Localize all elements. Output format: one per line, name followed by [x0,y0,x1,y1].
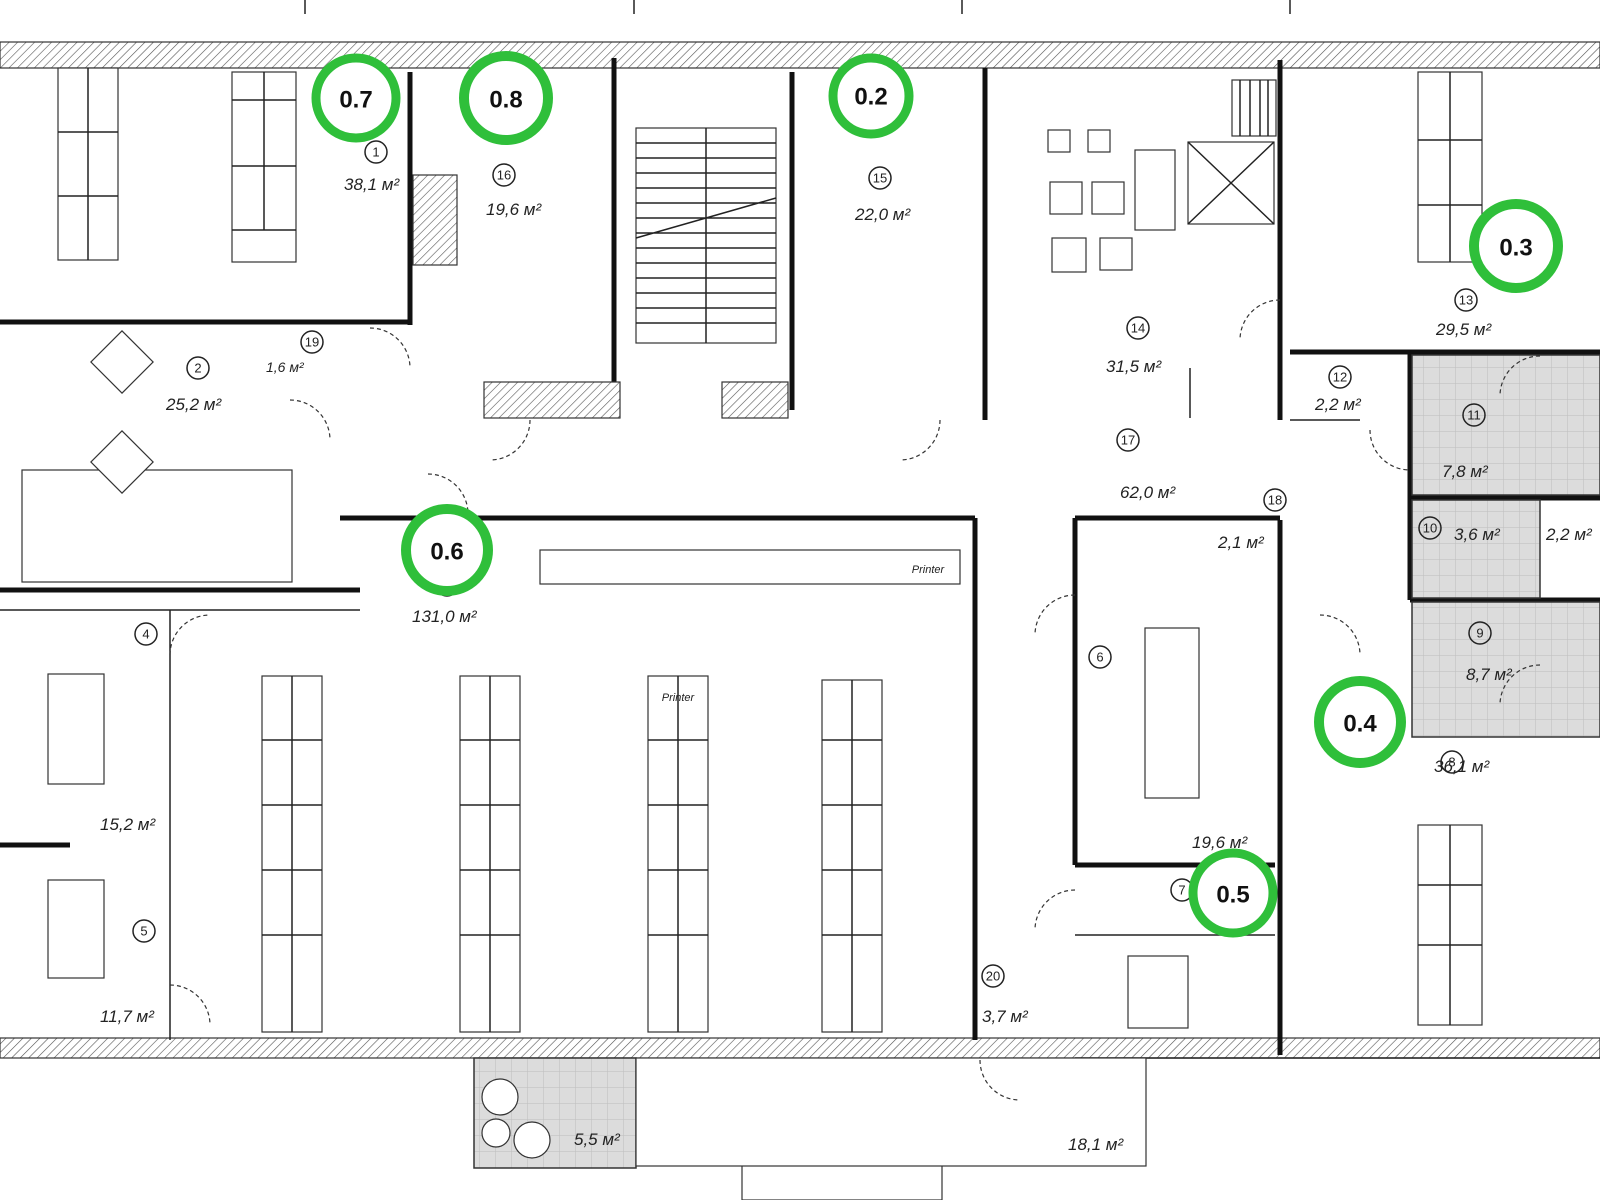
elevator [1187,79,1277,225]
room-number-12: 12 [1328,365,1352,389]
room-area-1: 38,1 м² [344,175,400,194]
room-area-6: 19,6 м² [1192,833,1248,852]
room-number-4: 4 [134,622,158,646]
room-number-8: 8 [1440,750,1464,774]
room-area-15: 22,0 м² [854,205,911,224]
svg-text:15: 15 [873,171,887,186]
marker-0-7: 0.7 [311,53,401,143]
room-number-16: 16 [492,163,516,187]
svg-text:16: 16 [497,168,511,183]
south-facade-wall [0,1037,1600,1059]
room-number-13: 13 [1454,288,1478,312]
room-number-20: 20 [981,964,1005,988]
room-area-9: 8,7 м² [1466,665,1513,684]
marker-0-6: 0.6 [401,504,493,596]
svg-text:20: 20 [986,969,1000,984]
room-area-20: 3,7 м² [982,1007,1029,1026]
room-number-19: 19 [300,330,324,354]
room-area-3: 131,0 м² [412,607,478,626]
furniture [21,67,1483,1033]
svg-text:0.2: 0.2 [854,84,887,111]
room-area-10: 3,6 м² [1454,525,1501,544]
north-facade-wall [0,41,1600,69]
room-number-10: 10 [1418,516,1442,540]
room-area-12: 2,2 м² [1314,395,1362,414]
room-number-17: 17 [1116,428,1140,452]
svg-text:2: 2 [194,361,201,376]
room-area-terrace: 5,5 м² [574,1130,621,1149]
green-markers: 0.7 0.8 0.2 0.3 0.6 0.4 0.5 [311,51,1563,938]
room-area-14: 31,5 м² [1106,357,1162,376]
room-area-balcony: 18,1 м² [1068,1135,1124,1154]
svg-text:0.3: 0.3 [1499,235,1532,262]
marker-0-8: 0.8 [459,51,553,145]
svg-text:0.5: 0.5 [1216,882,1249,909]
terrace [473,1057,1147,1169]
svg-text:0.4: 0.4 [1343,711,1377,738]
marker-0-2: 0.2 [828,53,914,139]
walls [0,0,1600,1059]
room-number-5: 5 [132,919,156,943]
room-area-5: 11,7 м² [100,1007,155,1026]
marker-0-5: 0.5 [1188,848,1278,938]
svg-text:7: 7 [1178,883,1185,898]
room-area-2: 25,2 м² [165,395,222,414]
room-number-18: 18 [1263,488,1287,512]
svg-text:4: 4 [142,627,149,642]
svg-text:18: 18 [1268,493,1282,508]
room-area-16: 19,6 м² [486,200,542,219]
printer-label: Printer [662,692,696,704]
svg-text:12: 12 [1333,370,1347,385]
staircase [635,127,943,1200]
svg-text:6: 6 [1096,650,1103,665]
svg-text:17: 17 [1121,433,1135,448]
printer-label: Printer [912,564,946,576]
svg-text:5: 5 [140,924,147,939]
room-number-6: 6 [1088,645,1112,669]
room-numbers: 1 2 19 16 15 14 13 12 11 10 9 17 18 3 4 … [132,140,1492,988]
room-area-11: 7,8 м² [1442,462,1489,481]
room-area-19: 1,6 м² [266,359,305,375]
room-number-15: 15 [868,166,892,190]
svg-text:14: 14 [1131,321,1145,336]
marker-0-4: 0.4 [1314,676,1406,768]
room-areas: 38,1 м² 25,2 м² 1,6 м² 19,6 м² 22,0 м² 3… [100,175,1593,1154]
doors [169,299,1541,1101]
svg-text:8: 8 [1448,755,1455,770]
svg-text:13: 13 [1459,293,1473,308]
svg-text:0.8: 0.8 [489,87,522,114]
room-area-8: 36,1 м² [1434,757,1490,776]
room-number-11: 11 [1462,403,1486,427]
room-number-2: 2 [186,356,210,380]
svg-text:0.6: 0.6 [430,539,463,566]
room-number-14: 14 [1126,316,1150,340]
svg-text:1: 1 [372,145,379,160]
room-number-9: 9 [1468,621,1492,645]
room-area-13: 29,5 м² [1435,320,1492,339]
svg-text:9: 9 [1476,626,1483,641]
restrooms [1411,354,1600,738]
room-area-17: 62,0 м² [1120,483,1176,502]
room-area-18: 2,1 м² [1217,533,1265,552]
svg-text:10: 10 [1423,521,1437,536]
marker-0-3: 0.3 [1469,199,1563,293]
svg-text:11: 11 [1467,408,1481,423]
room-area-4: 15,2 м² [100,815,156,834]
room-area-wc: 2,2 м² [1545,525,1593,544]
room-number-1: 1 [364,140,388,164]
svg-text:19: 19 [305,335,319,350]
svg-text:0.7: 0.7 [339,87,372,114]
